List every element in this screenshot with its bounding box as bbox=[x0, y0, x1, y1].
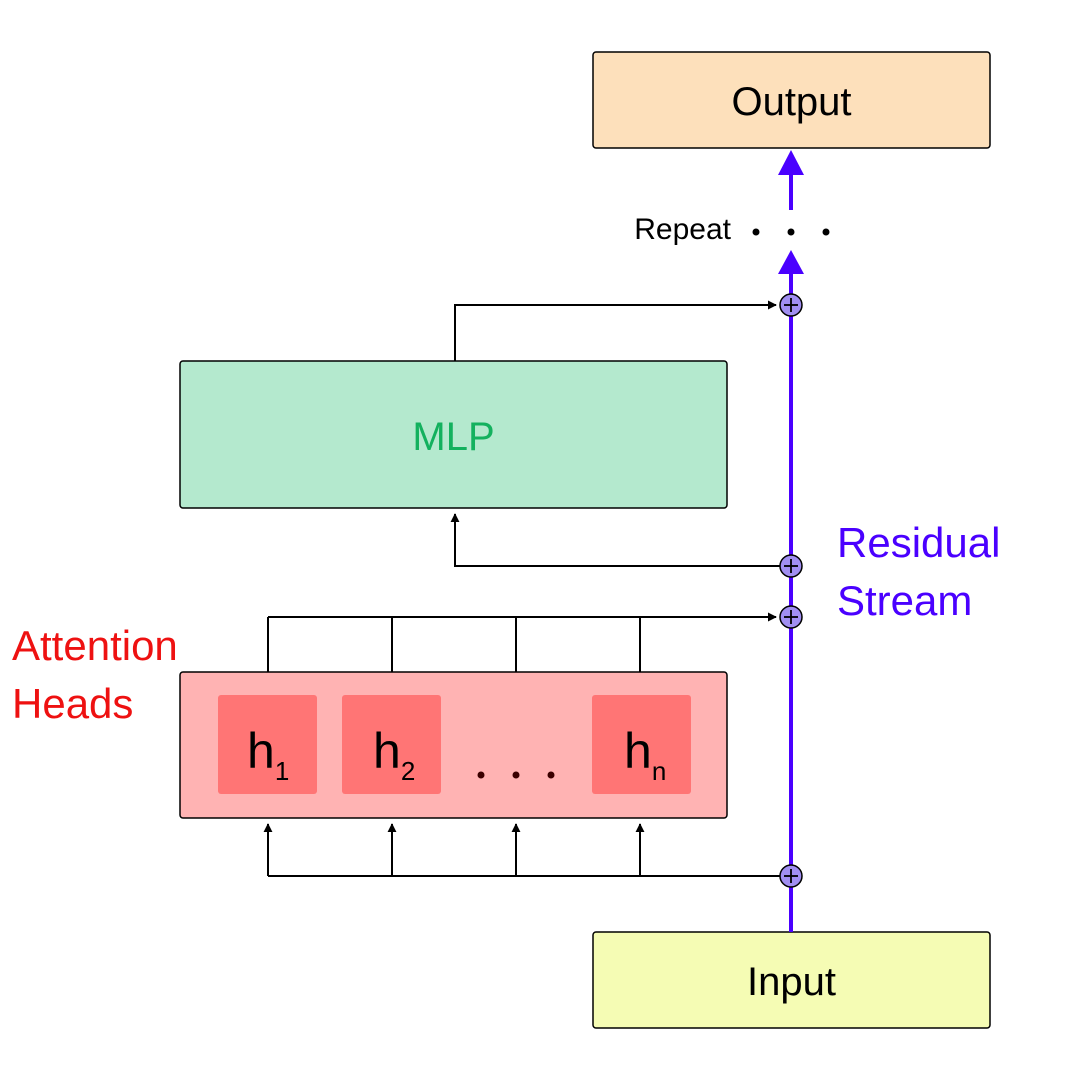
attention-heads-node: h1 h2 hn bbox=[179, 671, 728, 819]
repeat-dot bbox=[822, 228, 830, 236]
mlp-input-connector bbox=[450, 513, 781, 567]
head-label: hn bbox=[624, 723, 666, 786]
head-box bbox=[342, 695, 441, 794]
repeat-indicator: Repeat bbox=[634, 213, 830, 246]
ellipsis-dot bbox=[512, 771, 520, 779]
ellipsis-dot bbox=[547, 771, 555, 779]
attention-output-connector bbox=[267, 612, 777, 672]
mlp-box bbox=[179, 360, 728, 509]
head-box bbox=[218, 695, 317, 794]
head-label: h1 bbox=[247, 723, 289, 786]
residual-label-line2: Stream bbox=[837, 577, 972, 624]
mlp-output-connector bbox=[454, 300, 777, 361]
attention-input-connector bbox=[263, 823, 781, 877]
adder-node bbox=[779, 554, 803, 578]
head-subscript: 2 bbox=[401, 756, 415, 786]
output-label: Output bbox=[731, 80, 851, 124]
residual-arrowhead-lower bbox=[778, 250, 804, 274]
mlp-label: MLP bbox=[412, 415, 494, 459]
residual-arrowhead-upper bbox=[778, 150, 804, 175]
repeat-label: Repeat bbox=[634, 213, 731, 246]
residual-stream-label: Residual Stream bbox=[837, 519, 1000, 624]
adder-node bbox=[779, 864, 803, 888]
output-node: Output bbox=[592, 51, 991, 149]
head-base: h bbox=[624, 723, 652, 779]
ellipsis-dot bbox=[477, 771, 485, 779]
input-node: Input bbox=[592, 931, 991, 1029]
repeat-dot bbox=[787, 228, 795, 236]
residual-label-line1: Residual bbox=[837, 519, 1000, 566]
attention-label-line1: Attention bbox=[12, 622, 178, 669]
adder-node bbox=[779, 605, 803, 629]
input-label: Input bbox=[747, 960, 836, 1004]
repeat-dot bbox=[752, 228, 760, 236]
output-box bbox=[592, 51, 991, 149]
head-box bbox=[592, 695, 691, 794]
mlp-node: MLP bbox=[179, 360, 728, 509]
attention-heads-label: Attention Heads bbox=[12, 622, 178, 727]
head-subscript: 1 bbox=[275, 756, 289, 786]
head-base: h bbox=[247, 723, 275, 779]
adder-node bbox=[779, 293, 803, 317]
residual-stream bbox=[778, 150, 804, 932]
head-base: h bbox=[373, 723, 401, 779]
head-label: h2 bbox=[373, 723, 415, 786]
attention-label-line2: Heads bbox=[12, 680, 133, 727]
head-subscript: n bbox=[652, 756, 666, 786]
